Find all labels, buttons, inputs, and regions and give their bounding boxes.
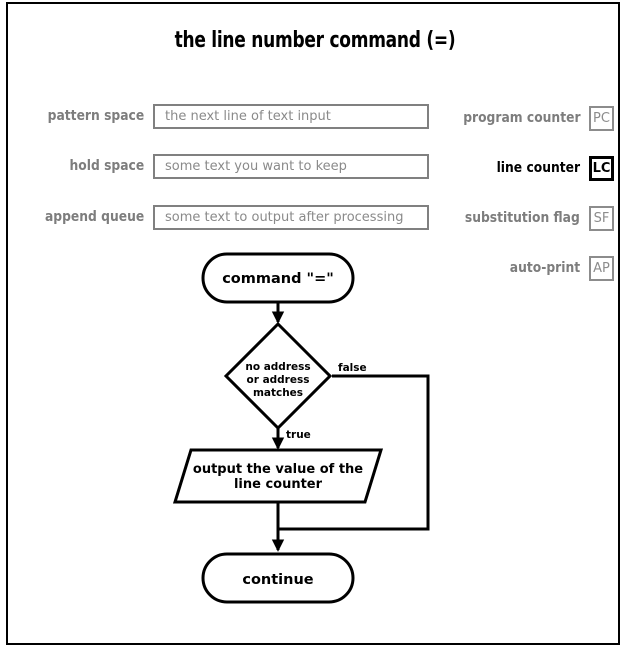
node-decision-address-match[interactable] bbox=[223, 321, 333, 431]
register-row-auto-print: auto-print AP bbox=[438, 255, 614, 281]
node-command-label: command "=" bbox=[222, 271, 334, 287]
label-pattern-space: pattern space bbox=[47, 108, 145, 124]
field-row-hold-space: hold space some text you want to keep bbox=[8, 153, 438, 179]
edge-label-false: false bbox=[338, 362, 367, 374]
node-continue-label: continue bbox=[242, 572, 313, 588]
register-row-substitution-flag: substitution flag SF bbox=[438, 205, 614, 231]
node-command[interactable] bbox=[201, 252, 355, 304]
node-decision-line-3: matches bbox=[253, 387, 303, 399]
append-queue-value: some text to output after processing bbox=[165, 209, 404, 225]
node-continue[interactable] bbox=[201, 552, 355, 604]
register-row-program-counter: program counter PC bbox=[438, 105, 614, 131]
node-decision-line-2: or address bbox=[247, 374, 310, 386]
edge-false-bypass bbox=[278, 374, 430, 531]
badge-substitution-flag[interactable]: SF bbox=[589, 205, 614, 231]
pattern-space-value: the next line of text input bbox=[165, 108, 331, 124]
label-append-queue: append queue bbox=[44, 209, 145, 225]
pattern-space-input[interactable]: the next line of text input bbox=[153, 103, 429, 129]
field-row-pattern-space: pattern space the next line of text inpu… bbox=[8, 103, 438, 129]
field-row-append-queue: append queue some text to output after p… bbox=[8, 204, 438, 230]
append-queue-input[interactable]: some text to output after processing bbox=[153, 204, 429, 230]
register-row-line-counter: line counter LC bbox=[438, 155, 614, 181]
badge-program-counter[interactable]: PC bbox=[589, 105, 614, 131]
hold-space-value: some text you want to keep bbox=[165, 158, 347, 174]
app-window: the line number command (=) pattern spac… bbox=[6, 2, 620, 645]
label-hold-space: hold space bbox=[69, 158, 145, 174]
label-program-counter: program counter bbox=[462, 110, 581, 126]
node-output-line-counter[interactable] bbox=[172, 448, 384, 504]
page-title: the line number command (=) bbox=[174, 28, 456, 53]
label-substitution-flag: substitution flag bbox=[465, 210, 581, 226]
node-output-line-2: line counter bbox=[234, 477, 323, 492]
flowchart-diagram: command "=" no address or address matche… bbox=[172, 252, 430, 604]
badge-auto-print[interactable]: AP bbox=[589, 255, 614, 281]
label-auto-print: auto-print bbox=[509, 260, 581, 276]
edge-label-true: true bbox=[286, 429, 311, 441]
node-decision-line-1: no address bbox=[245, 361, 310, 373]
node-output-line-1: output the value of the bbox=[193, 462, 363, 477]
hold-space-input[interactable]: some text you want to keep bbox=[153, 153, 429, 179]
label-line-counter: line counter bbox=[496, 160, 581, 176]
badge-line-counter[interactable]: LC bbox=[589, 155, 614, 181]
